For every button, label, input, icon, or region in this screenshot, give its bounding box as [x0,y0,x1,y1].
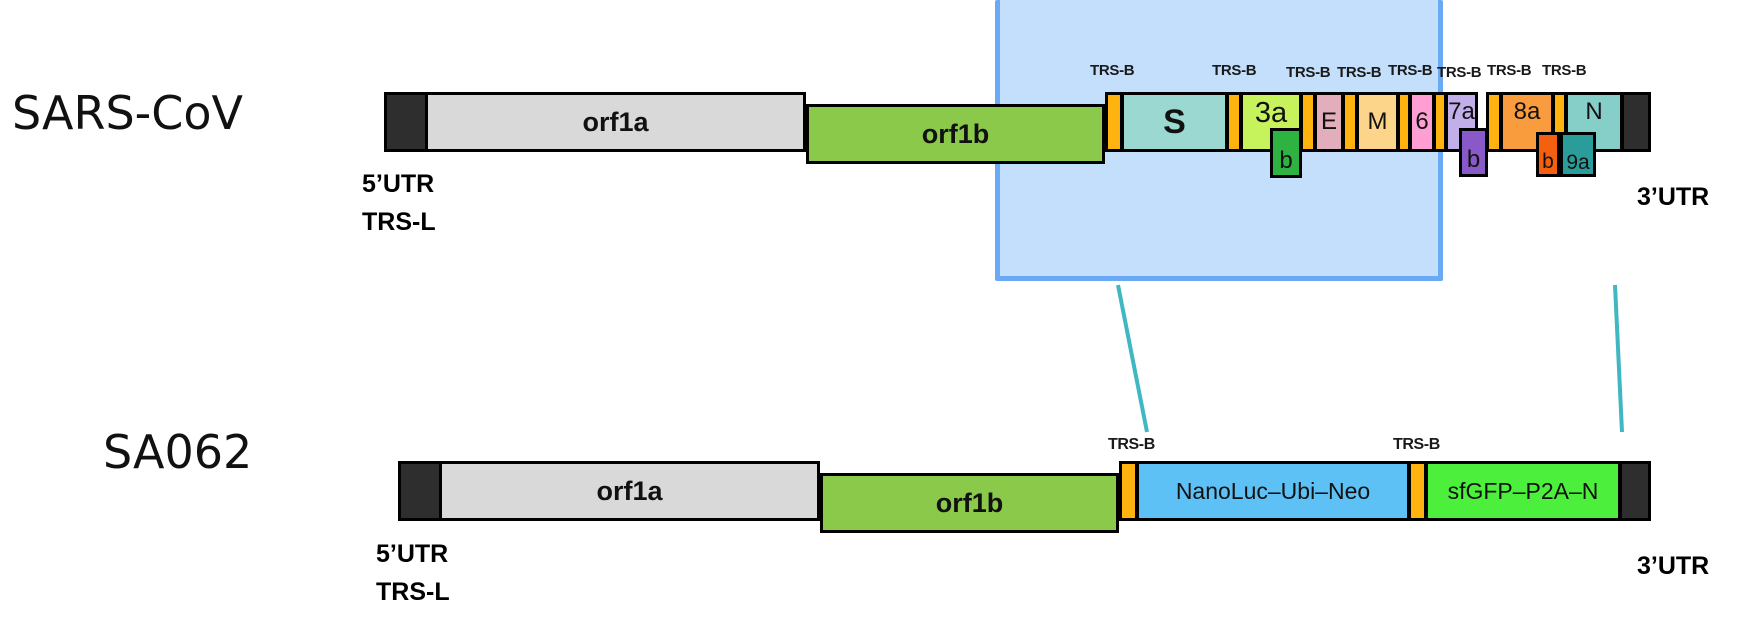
row-label-sars-cov: SARS-CoV [12,86,244,140]
segment-orf3b: b [1270,128,1302,178]
segment-label-sfgfp-p2a-n: sfGFP–P2A–N [1447,477,1599,504]
five-utr-label-sars: 5’UTR [362,170,435,198]
segment-orf7b: b [1459,128,1488,177]
segment-orf-m: M [1356,92,1399,152]
segment-orf6: 6 [1409,92,1435,152]
segment-tail-sa062 [1619,461,1651,521]
trs-b-label-orf7a: TRS-B [1437,64,1482,81]
segment-tail-sars [1621,92,1651,152]
segment-sfgfp-p2a-n: sfGFP–P2A–N [1425,461,1621,521]
segment-spike: S [1121,92,1228,152]
segment-orf1a-sa062: orf1a [439,461,820,521]
segment-label-orf3b: b [1279,147,1293,174]
segment-nanoluc-ubi-neo: NanoLuc–Ubi–Neo [1136,461,1410,521]
segment-label-orf8b: b [1542,150,1554,173]
segment-orf8b: b [1536,132,1560,177]
segment-label-n: N [1585,98,1603,125]
segment-orf1b-sa062: orf1b [820,473,1119,533]
trs-b-label-spike: TRS-B [1090,62,1135,79]
segment-label-orf6: 6 [1415,108,1429,135]
segment-label-orf3a: 3a [1254,97,1288,129]
five-utr-label-sa062: 5’UTR [376,540,449,568]
segment-label-orf7b: b [1466,146,1481,173]
segment-label-spike: S [1163,103,1186,141]
trs-b-label-orf8a: TRS-B [1487,62,1532,79]
connector-line-left [1116,284,1149,433]
segment-label-orf1a: orf1a [582,106,649,137]
trs-b-label-m: TRS-B [1337,64,1382,81]
segment-label-nanoluc-ubi-neo: NanoLuc–Ubi–Neo [1175,477,1371,504]
segment-orf1b-sars: orf1b [806,104,1105,164]
trs-b-label-orf3a: TRS-B [1212,62,1257,79]
segment-label-orf1b: orf1b [921,118,990,149]
segment-label-orf1b-sa062: orf1b [935,487,1004,518]
trs-b-label-orf6: TRS-B [1388,62,1433,79]
trs-b-label-nanoluc: TRS-B [1108,436,1155,453]
row-label-sa062: SA062 [103,425,253,479]
three-utr-label-sa062: 3’UTR [1637,552,1710,580]
trs-b-label-n: TRS-B [1542,62,1587,79]
three-utr-label-sars: 3’UTR [1637,183,1710,211]
segment-label-orf9a: 9a [1566,151,1590,174]
trs-b-label-e: TRS-B [1286,64,1331,81]
segment-cap-sars [384,92,428,152]
segment-label-orf1a-sa062: orf1a [596,475,663,506]
segment-label-orf8a: 8a [1513,98,1541,125]
segment-label-m: M [1367,108,1388,135]
segment-label-orf7a: 7a [1448,98,1475,125]
connector-line-right [1613,284,1624,433]
trs-l-label-sa062: TRS-L [376,578,450,606]
segment-orf-e: E [1314,92,1344,152]
segment-cap-sa062 [398,461,442,521]
trs-l-label-sars: TRS-L [362,208,436,236]
trs-b-label-sfgfp: TRS-B [1393,436,1440,453]
segment-label-e: E [1320,108,1337,135]
segment-orf1a-sars: orf1a [425,92,806,152]
segment-orf9a: 9a [1560,132,1596,177]
